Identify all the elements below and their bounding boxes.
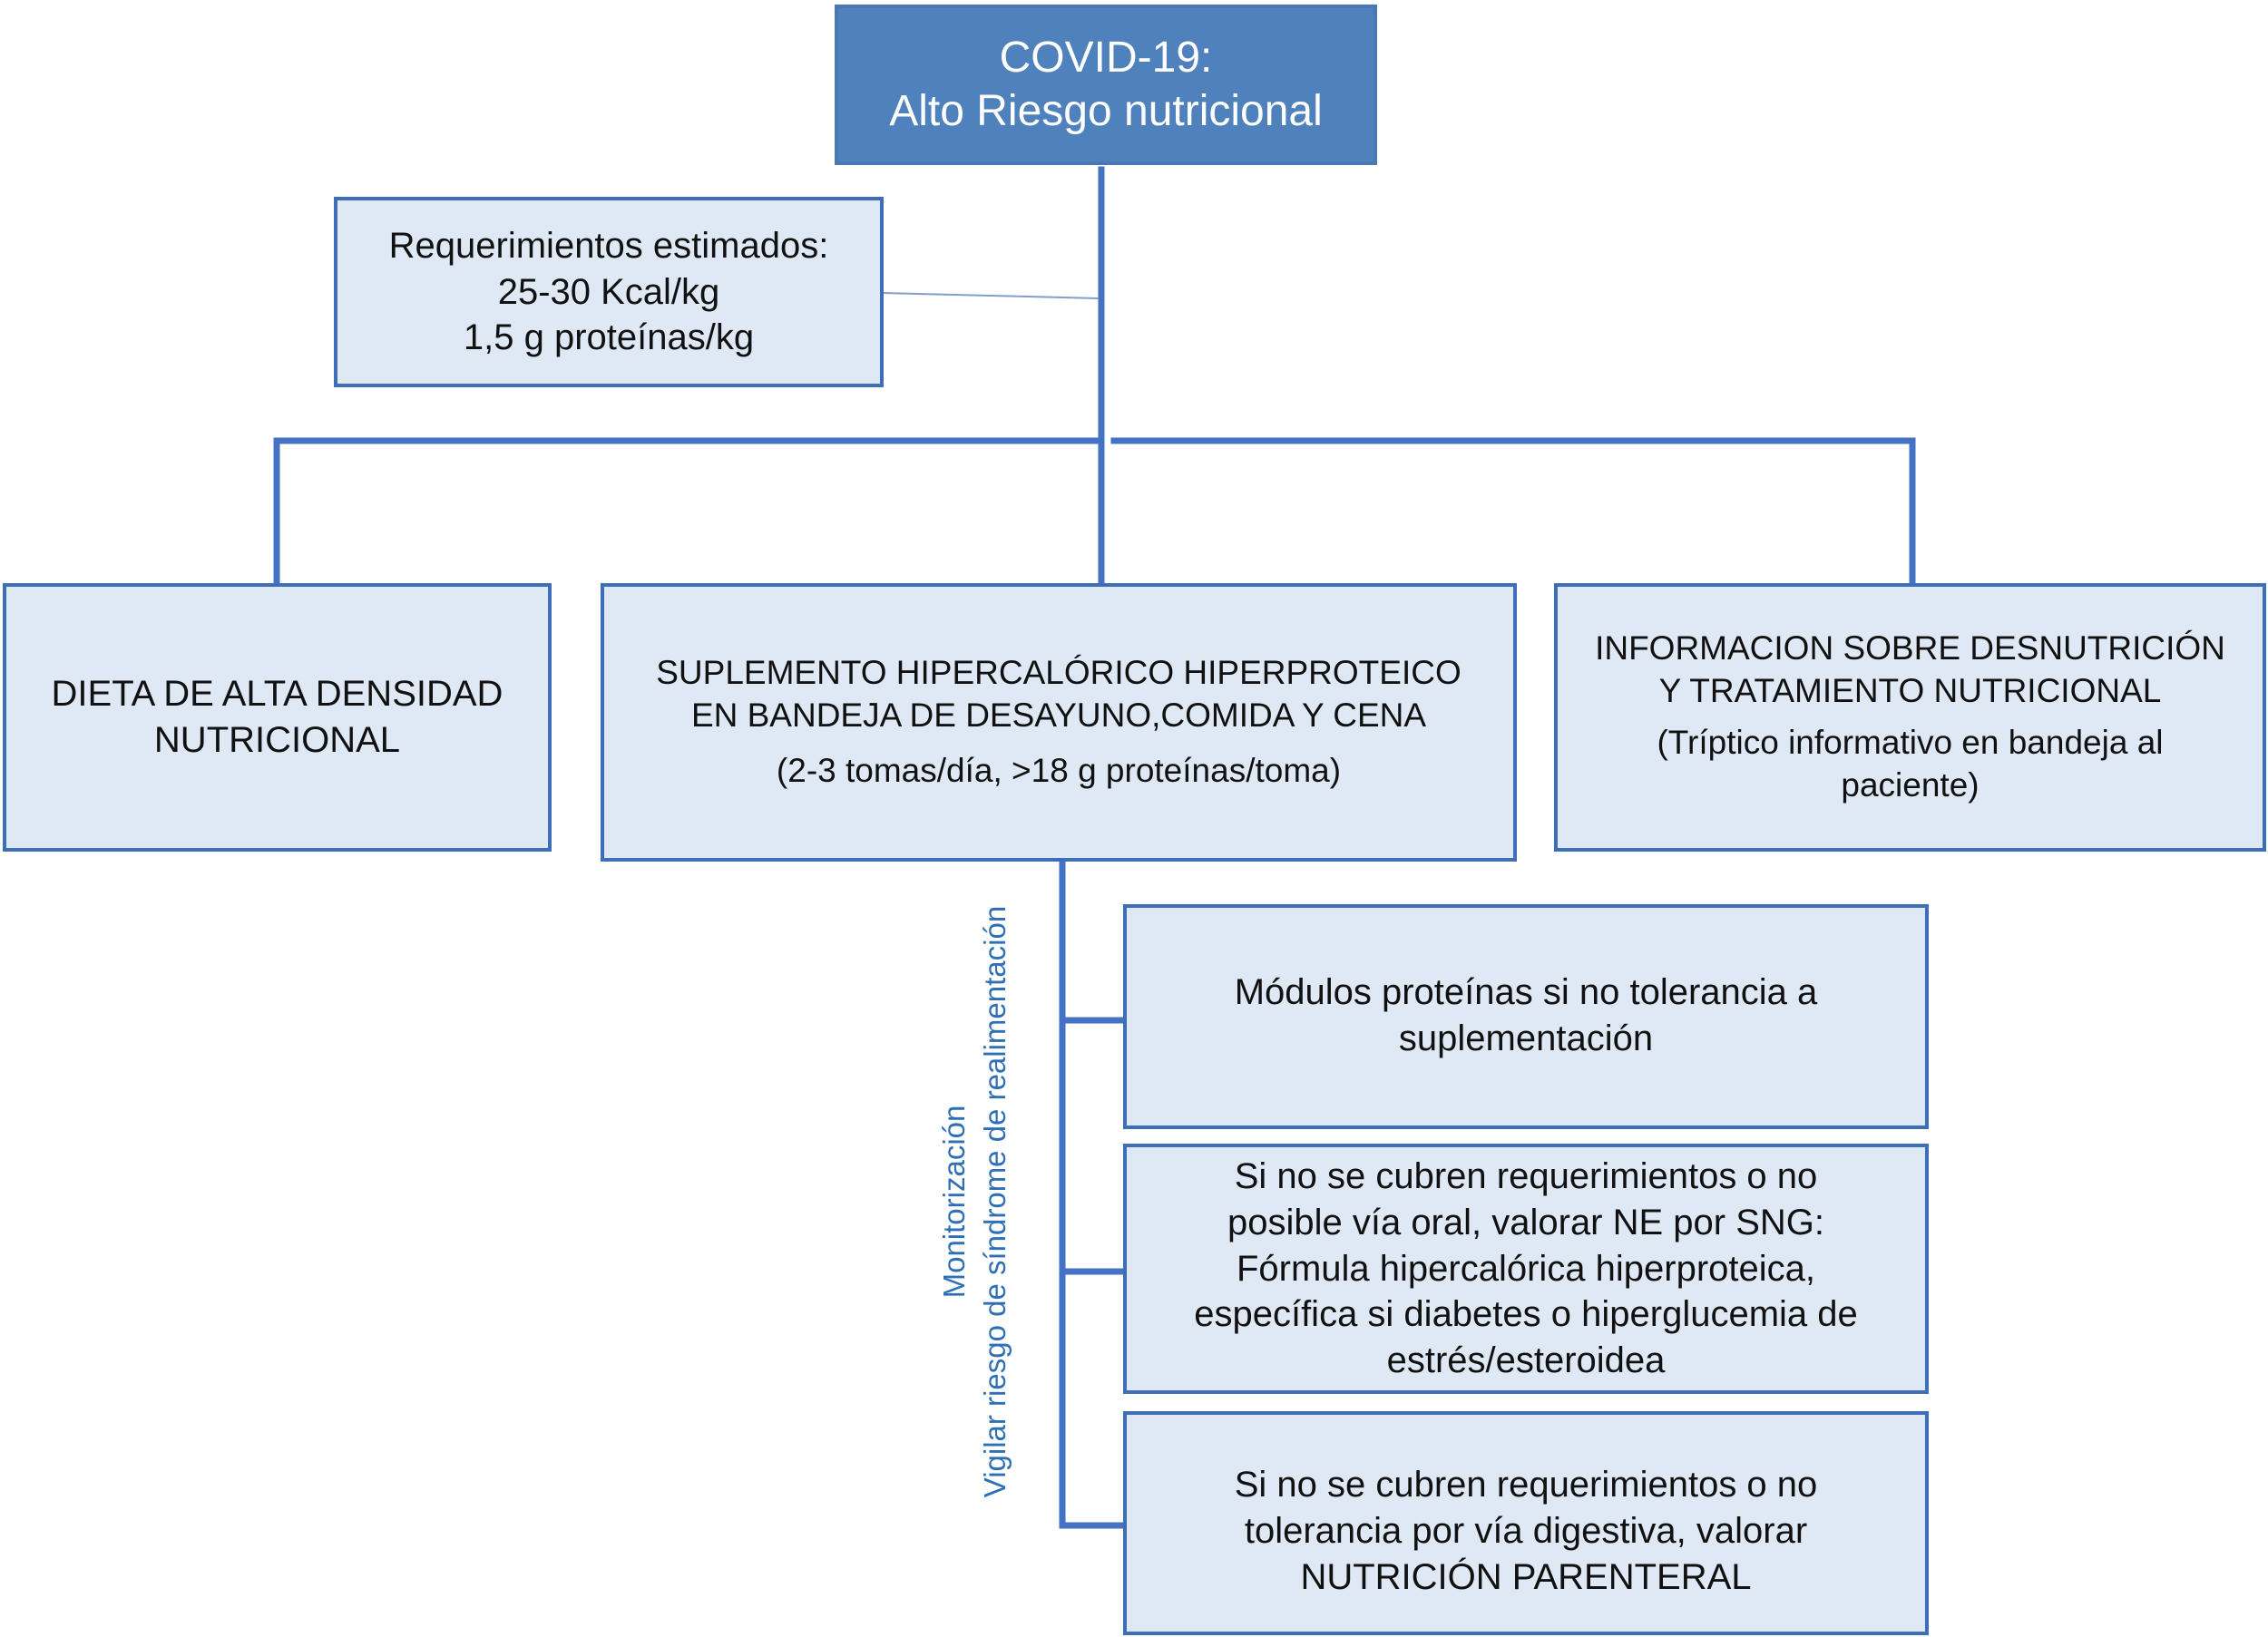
requirements-box: Requerimientos estimados: 25-30 Kcal/kg …	[334, 197, 884, 387]
diet-line2: NUTRICIONAL	[153, 720, 401, 760]
monitoring-side-label: Monitorización Vigilar riesgo de síndrom…	[934, 875, 1016, 1528]
supplement-line1: SUPLEMENTO HIPERCALÓRICO HIPERPROTEICO	[656, 654, 1461, 692]
enteral-line4: específica si diabetes o hiperglucemia d…	[1194, 1294, 1858, 1335]
requirements-line2: 25-30 Kcal/kg	[497, 271, 720, 312]
top-title-line2: Alto Riesgo nutricional	[889, 86, 1323, 135]
diet-box: DIETA DE ALTA DENSIDAD NUTRICIONAL	[3, 583, 552, 852]
supplement-line2: EN BANDEJA DE DESAYUNO,COMIDA Y CENA	[690, 697, 1427, 734]
enteral-line1: Si no se cubren requerimientos o no	[1234, 1156, 1818, 1196]
info-line4: paciente)	[1841, 765, 1980, 804]
connector-requirements	[882, 292, 1100, 299]
info-box: INFORMACION SOBRE DESNUTRICIÓN Y TRATAMI…	[1554, 583, 2266, 852]
supplement-box: SUPLEMENTO HIPERCALÓRICO HIPERPROTEICO E…	[601, 583, 1517, 862]
parenteral-nutrition-box: Si no se cubren requerimientos o no tole…	[1123, 1411, 1929, 1635]
info-line3: (Tríptico informativo en bandeja al	[1657, 724, 2164, 761]
supplement-line3: (2-3 tomas/día, >18 g proteínas/toma)	[776, 751, 1342, 789]
enteral-nutrition-box: Si no se cubren requerimientos o no posi…	[1123, 1144, 1929, 1394]
parenteral-line1: Si no se cubren requerimientos o no	[1234, 1465, 1818, 1505]
monitoring-label: Monitorización	[937, 1105, 971, 1299]
requirements-line1: Requerimientos estimados:	[388, 225, 829, 266]
covid-high-risk-box: COVID-19: Alto Riesgo nutricional	[835, 5, 1377, 165]
enteral-line2: posible vía oral, valorar NE por SNG:	[1227, 1202, 1825, 1242]
protein-modules-box: Módulos proteínas si no tolerancia a sup…	[1123, 904, 1929, 1129]
parenteral-line3: NUTRICIÓN PARENTERAL	[1300, 1556, 1752, 1597]
modules-line2: suplementación	[1398, 1018, 1654, 1058]
top-title-line1: COVID-19:	[999, 33, 1213, 82]
parenteral-line2: tolerancia por vía digestiva, valorar	[1244, 1510, 1808, 1551]
info-line2: Y TRATAMIENTO NUTRICIONAL	[1658, 672, 2162, 710]
modules-line1: Módulos proteínas si no tolerancia a	[1234, 972, 1818, 1012]
info-line1: INFORMACION SOBRE DESNUTRICIÓN	[1595, 629, 2225, 667]
enteral-line5: estrés/esteroidea	[1386, 1340, 1666, 1381]
refeeding-risk-label: Vigilar riesgo de síndrome de realimenta…	[977, 905, 1012, 1498]
diet-line1: DIETA DE ALTA DENSIDAD	[51, 674, 503, 715]
requirements-line3: 1,5 g proteínas/kg	[463, 317, 755, 358]
enteral-line3: Fórmula hipercalórica hiperproteica,	[1236, 1248, 1816, 1289]
